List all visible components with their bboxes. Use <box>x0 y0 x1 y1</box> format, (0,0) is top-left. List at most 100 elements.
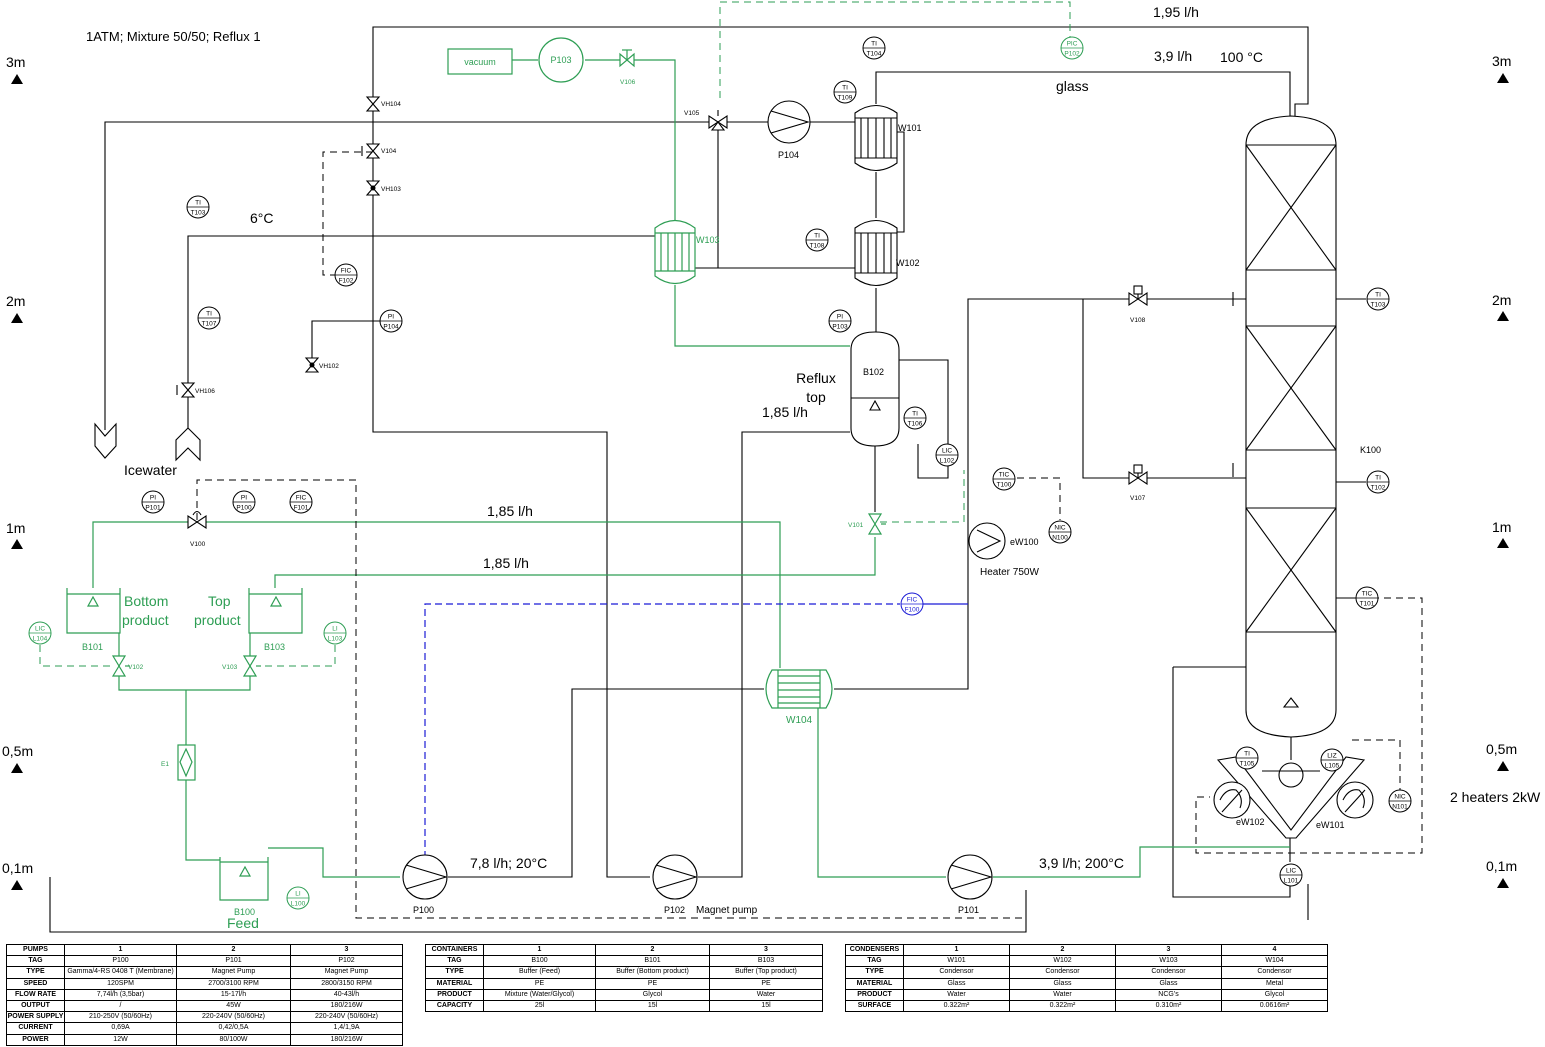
pump-p103[interactable]: P103 <box>538 37 584 83</box>
valve-label: V102 <box>128 664 144 671</box>
valve-v103[interactable]: V103 <box>222 655 261 677</box>
pump-arrow-icon <box>770 110 810 134</box>
buffer-label: Bottom <box>124 593 168 609</box>
table-cell: 25l <box>483 999 596 1013</box>
valve-v102[interactable]: V102 <box>111 655 144 677</box>
level-marker-01m-left: 0,1m <box>2 860 33 890</box>
instrument-tag: P103 <box>832 324 848 331</box>
level-triangle-icon <box>269 595 283 607</box>
valve-icon <box>365 143 381 159</box>
pump-p102[interactable]: P102 <box>652 854 698 915</box>
instrument-nic-n100[interactable]: NIC N100 <box>1048 520 1072 544</box>
instrument-tag: T104 <box>867 51 882 58</box>
valve-v100[interactable]: V100 <box>187 510 207 549</box>
instrument-tag: T108 <box>810 243 825 250</box>
heater-ew101[interactable]: eW101 <box>1316 781 1374 830</box>
instrument-function: TI <box>912 411 918 418</box>
valve-label: V103 <box>222 664 238 671</box>
level-triangle-icon <box>1497 878 1509 888</box>
instrument-tag: L102 <box>940 458 955 465</box>
buffer-b101[interactable]: B101 <box>66 588 121 652</box>
column-k100[interactable]: K100 <box>1232 115 1381 738</box>
buffer-b103[interactable]: B103 <box>248 588 303 652</box>
table-cell: Water <box>903 988 1010 1001</box>
heater-ew102[interactable]: eW102 <box>1213 781 1265 827</box>
heater-icon <box>1213 781 1251 819</box>
valve-v106[interactable]: V106 <box>619 49 636 86</box>
table-cell: NCG's <box>1115 988 1222 1001</box>
buffer-b100[interactable]: B100 <box>219 857 269 917</box>
instrument-function: LIZ <box>1327 753 1336 760</box>
column-shell <box>1245 115 1337 738</box>
condenser-w103[interactable]: W103 <box>654 219 720 285</box>
buffer-b102[interactable]: B102 <box>850 331 900 447</box>
column-label: K100 <box>1360 445 1381 455</box>
condenser-w102[interactable]: W102 <box>854 219 920 287</box>
valve-v108[interactable]: V108 <box>1128 285 1148 324</box>
valve-v105[interactable]: V105 <box>684 110 728 131</box>
valve-v104[interactable]: V104 <box>361 143 397 159</box>
table-cell: Condensor <box>1009 966 1116 979</box>
pump-p101[interactable]: P101 <box>947 854 993 915</box>
condenser-w101[interactable]: W101 <box>854 104 922 172</box>
table-header-cell: 1 <box>64 943 177 957</box>
valve-v101[interactable]: V101 <box>848 513 886 535</box>
pump-p100[interactable]: P100 <box>402 854 448 915</box>
instrument-tag: N100 <box>1052 535 1068 542</box>
mixer-e1[interactable]: E1 <box>161 744 196 781</box>
vacuum-unit: vacuum <box>447 48 513 75</box>
table-cell: Gamma/4-RS 0408 T (Membrane) <box>64 966 177 979</box>
valve-vh106[interactable]: VH106 <box>176 382 215 398</box>
valve-vh104[interactable]: VH104 <box>365 96 401 112</box>
signal-lines <box>39 1 1423 919</box>
valve-label: V101 <box>848 522 864 529</box>
table-cell: Glass <box>903 977 1010 990</box>
pump-arrow-icon <box>950 864 993 890</box>
valve-vh102[interactable]: VH102 <box>304 357 339 373</box>
instrument-tag: T105 <box>1240 761 1255 768</box>
table-cell: Condensor <box>903 966 1010 979</box>
flow-label: 7,8 l/h; 20°C <box>470 855 547 871</box>
table-cell: TAG <box>425 955 484 968</box>
valve-v107[interactable]: V107 <box>1128 464 1148 502</box>
pump-p104[interactable]: P104 <box>767 100 811 160</box>
valve-vh103[interactable]: VH103 <box>365 180 401 196</box>
vessel-label: B102 <box>863 367 884 377</box>
instrument-function: NIC <box>1054 525 1066 532</box>
condenser-w104[interactable]: W104 <box>765 669 833 726</box>
feed-label: Feed <box>227 915 259 931</box>
instrument-tag: P104 <box>383 324 399 331</box>
heater-ew100[interactable]: eW100 <box>968 522 1039 560</box>
exchanger-label: W102 <box>896 258 920 268</box>
